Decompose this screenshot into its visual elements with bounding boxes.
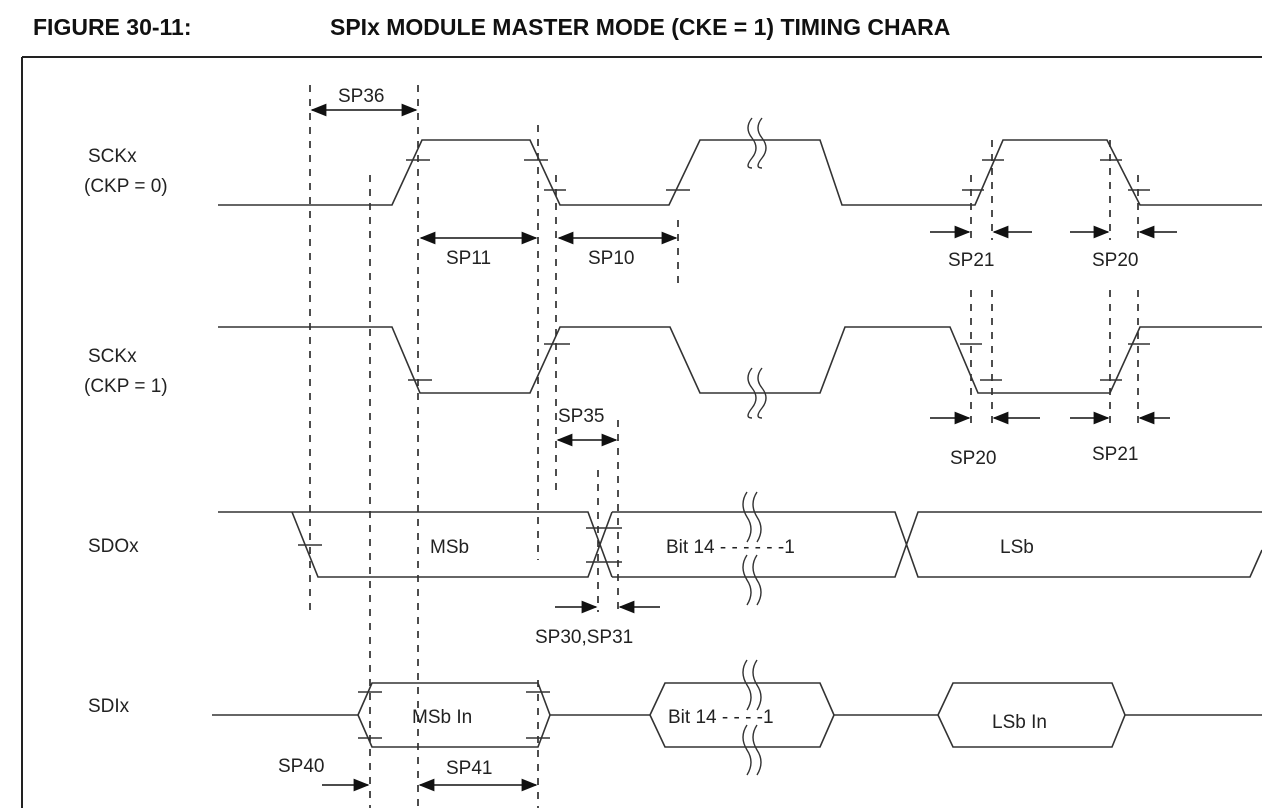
- label-sp35: SP35: [558, 406, 604, 427]
- signal-sublabel-ckp0: (CKP = 0): [84, 176, 168, 197]
- waveform-sdix: [212, 682, 1262, 748]
- sdi-bits-label: Bit 14 - - - -1: [668, 707, 774, 728]
- sdo-lsb-label: LSb: [1000, 537, 1034, 558]
- waveform-sck-ckp1: [218, 326, 1262, 394]
- break-mark-sck0: [747, 117, 767, 169]
- signal-sublabel-ckp1: (CKP = 1): [84, 376, 168, 397]
- label-sp21-bottom: SP21: [1092, 444, 1138, 465]
- label-sp21-top: SP21: [948, 250, 994, 271]
- transition-ticks-sck0: [406, 159, 1150, 191]
- sdi-msb-in-label: MSb In: [412, 707, 472, 728]
- transition-ticks-sck1: [408, 343, 1150, 381]
- waveform-sck-ckp0: [218, 139, 1262, 206]
- sdo-msb-label: MSb: [430, 537, 469, 558]
- break-mark-sdi: [742, 659, 762, 776]
- signal-label-sckx-ckp1: SCKx: [88, 346, 137, 367]
- sdi-lsb-in-label: LSb In: [992, 712, 1047, 733]
- figure-title: SPIx MODULE MASTER MODE (CKE = 1) TIMING…: [330, 14, 951, 40]
- timing-arrows: [310, 103, 1177, 792]
- label-sp20-top: SP20: [1092, 250, 1138, 271]
- label-sp36: SP36: [338, 86, 384, 107]
- label-sp41: SP41: [446, 758, 492, 779]
- signal-label-sckx-ckp0: SCKx: [88, 146, 137, 167]
- reference-lines: [309, 85, 1139, 808]
- waveform-sdox: [218, 511, 1262, 578]
- signal-label-sdix: SDIx: [88, 696, 130, 717]
- break-mark-sck1: [747, 367, 767, 419]
- label-sp10: SP10: [588, 248, 634, 269]
- signal-label-sdox: SDOx: [88, 536, 139, 557]
- label-sp30-sp31: SP30,SP31: [535, 627, 633, 648]
- break-mark-sdo: [742, 491, 762, 606]
- figure-number: FIGURE 30-11:: [33, 14, 192, 40]
- label-sp40: SP40: [278, 756, 324, 777]
- label-sp20-bottom: SP20: [950, 448, 996, 469]
- sdo-bits-label: Bit 14 - - - - - -1: [666, 537, 795, 558]
- label-sp11: SP11: [446, 248, 491, 269]
